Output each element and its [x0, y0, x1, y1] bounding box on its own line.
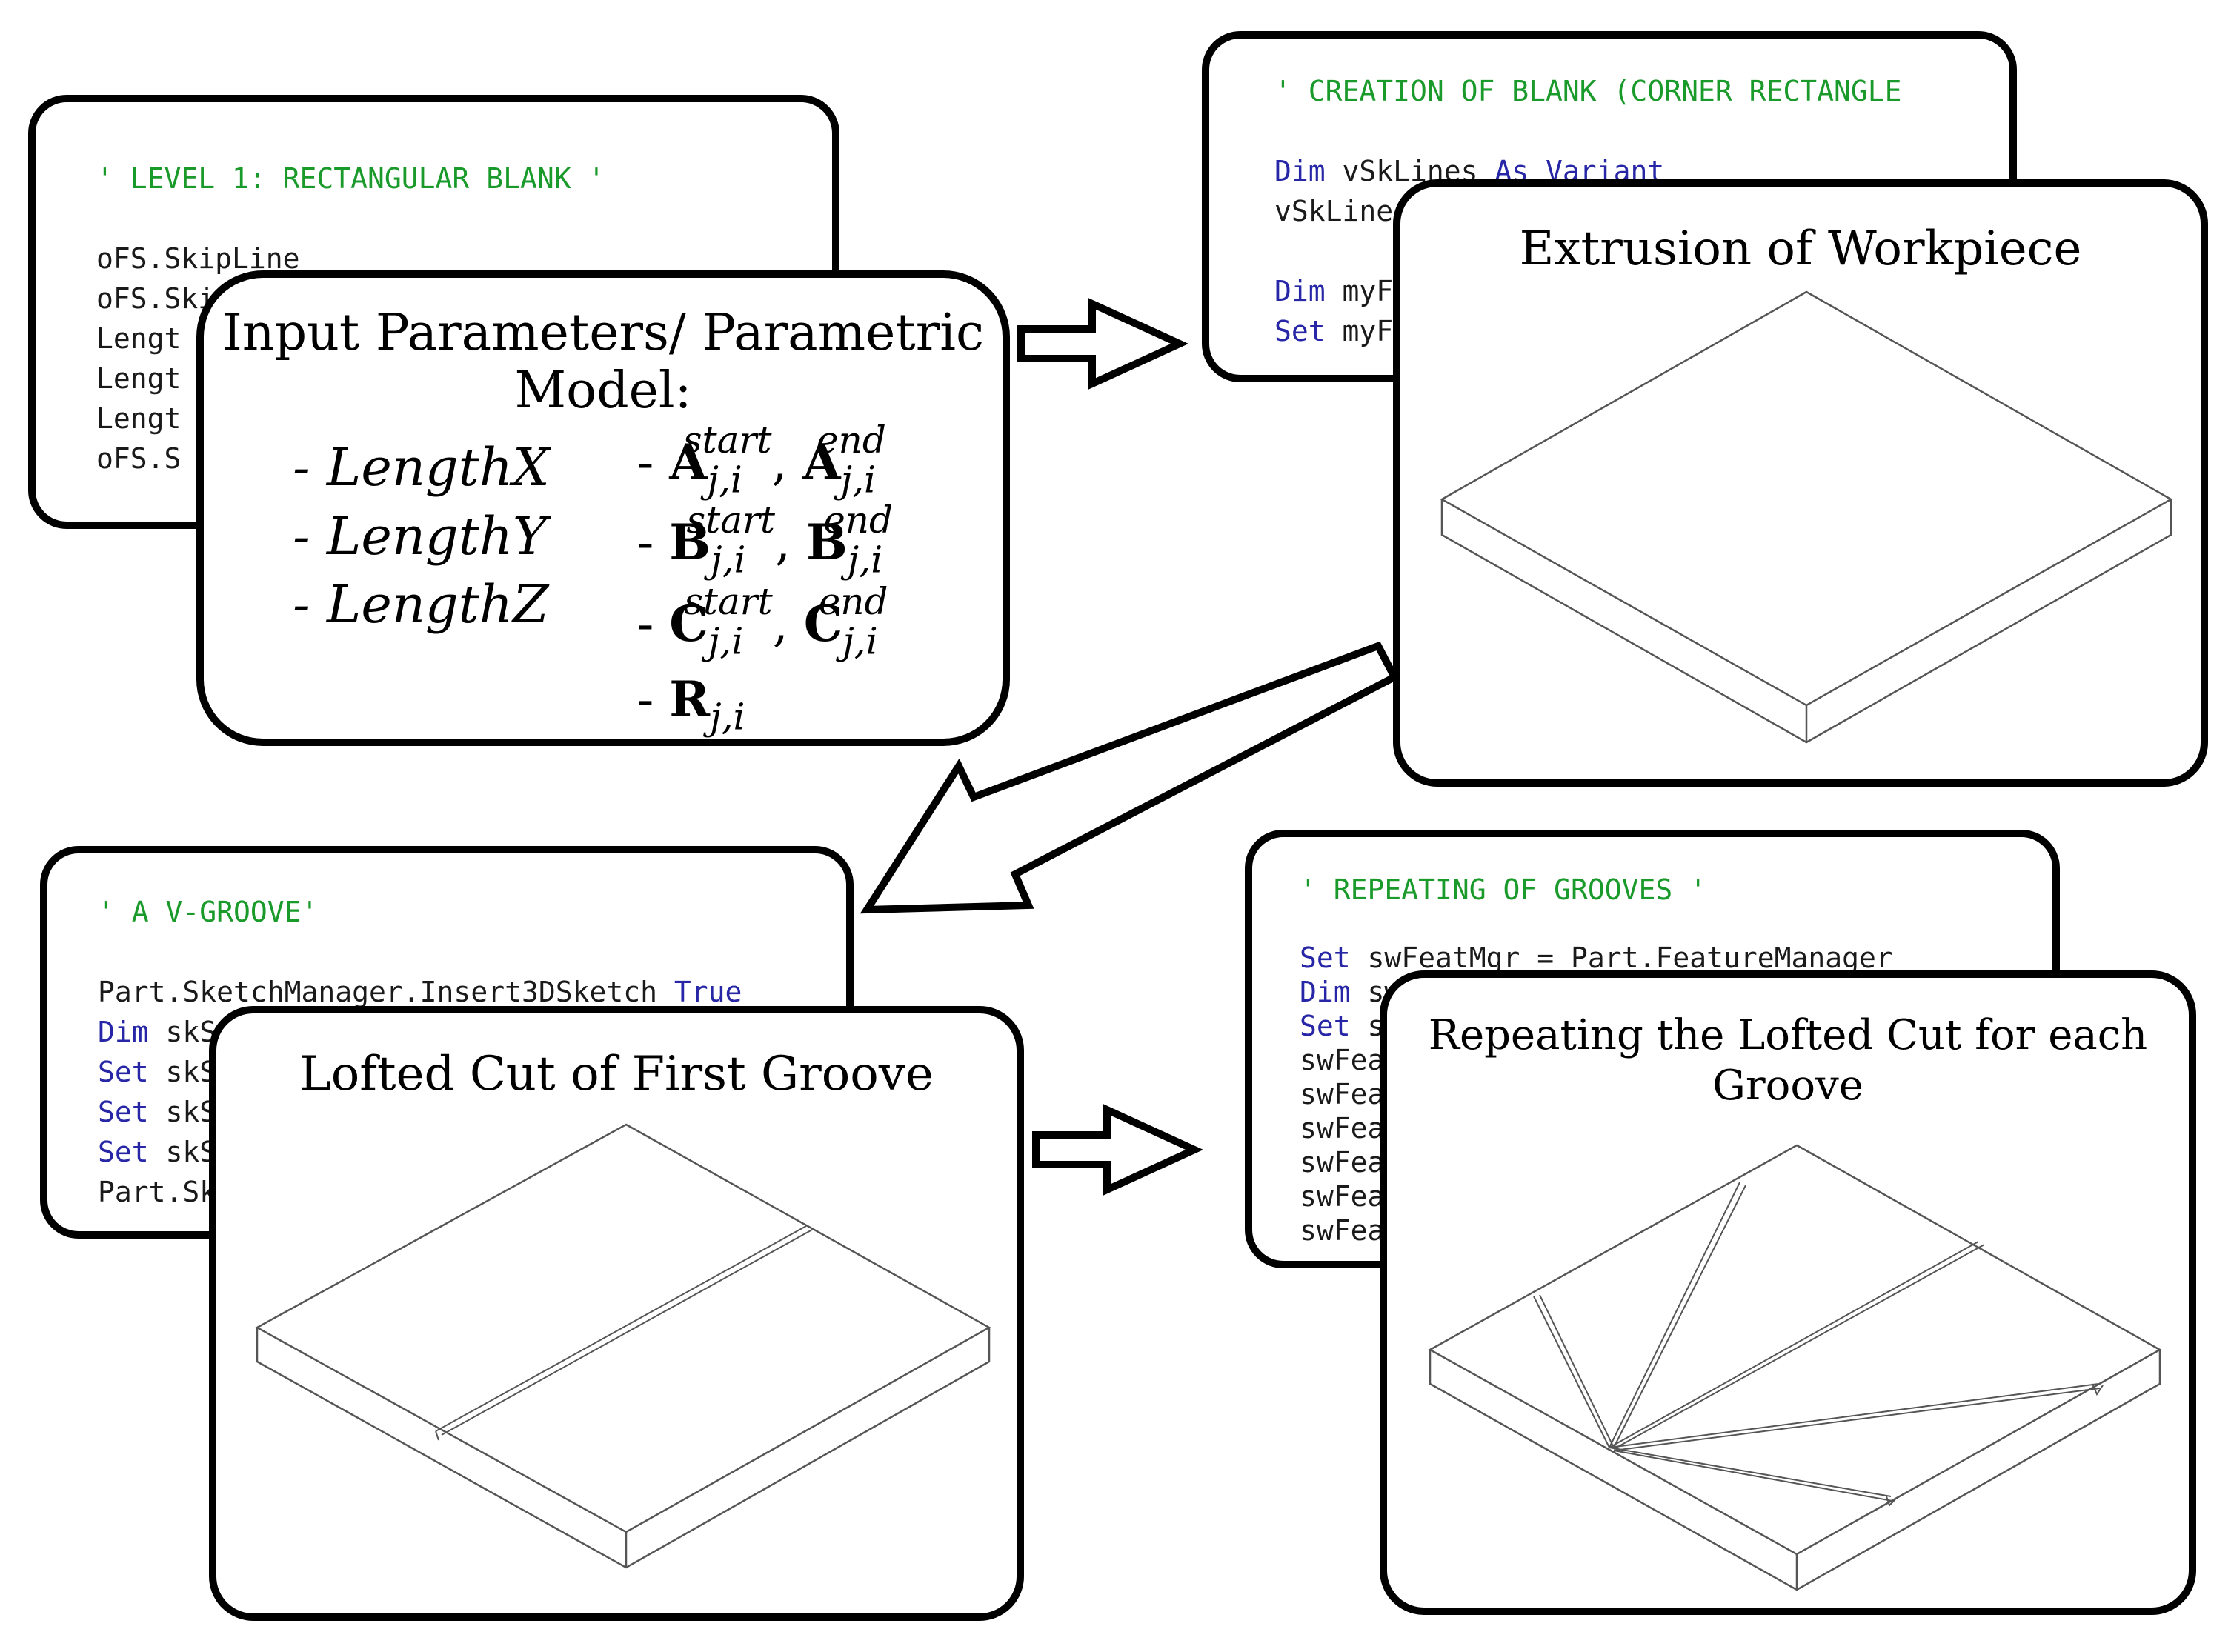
param-a-start-end: - Aj,istart, Aj,iend: [637, 419, 886, 502]
input-title-line2: Model:: [514, 362, 692, 420]
param-length-z: - LengthZ: [293, 574, 549, 635]
code-listing-creation: ' CREATION OF BLANK (CORNER RECTANGLE Dim…: [1209, 39, 2009, 351]
param-length-y: - LengthY: [293, 506, 548, 567]
code-token: oFS.Ski: [96, 282, 216, 315]
code-token: ' REPEATING OF GROOVES ': [1300, 873, 1707, 906]
radial-grooves: [1533, 1182, 2104, 1507]
code-token: ' LEVEL 1: RECTANGULAR BLANK ': [96, 162, 605, 195]
code-token: ' CREATION OF BLANK (CORNER RECTANGLE: [1274, 75, 1902, 107]
code-token: swFea: [1300, 1112, 1385, 1145]
code-line: vSkLine: [1274, 191, 2009, 231]
code-line: oFS.S: [96, 439, 832, 479]
code-token: True: [674, 976, 742, 1008]
extrusion-box: Extrusion of Workpiece: [1393, 179, 2208, 787]
repeat-title-line2: Groove: [1712, 1062, 1863, 1110]
code-token: swFea: [1300, 1180, 1385, 1213]
code-line: Lengt: [96, 319, 832, 359]
code-line: [96, 199, 832, 239]
code-token: myF: [1325, 275, 1394, 307]
code-token: Lengt: [96, 402, 182, 435]
code-token: Lengt: [96, 322, 182, 355]
code-token: Dim: [1300, 976, 1351, 1008]
code-listing-level1: ' LEVEL 1: RECTANGULAR BLANK ' oFS.SkipLi…: [36, 102, 832, 479]
code-token: Set: [1274, 315, 1326, 347]
code-line: swFea: [1300, 1077, 2052, 1111]
workpiece-first-groove: [255, 1123, 991, 1569]
code-line: Lengt: [96, 399, 832, 439]
arrow-right-top: [1017, 298, 1189, 390]
code-token: oFS.SkipLine: [96, 242, 300, 275]
code-line: ' LEVEL 1: RECTANGULAR BLANK ': [96, 159, 832, 199]
code-line: ' A V-GROOVE': [98, 892, 846, 932]
param-b-start-end: - Bj,istart, Bj,iend: [637, 499, 893, 582]
code-token: vSkLine: [1274, 195, 1394, 227]
param-length-x: - LengthX: [293, 437, 550, 498]
code-line: swFea: [1300, 1145, 2052, 1179]
code-line: ' REPEATING OF GROOVES ': [1300, 873, 2052, 907]
code-listing-repeating: ' REPEATING OF GROOVES ' Set swFeatMgr = …: [1252, 837, 2052, 1248]
code-line: oFS.SkipLine: [96, 239, 832, 279]
code-token: Lengt: [96, 362, 182, 395]
extrusion-title: Extrusion of Workpiece: [1519, 222, 2082, 276]
code-line: swFea: [1300, 1111, 2052, 1145]
code-token: swFeatMgr = Part.FeatureManager: [1350, 942, 1893, 974]
arrow-right-bottom: [1032, 1104, 1204, 1196]
code-token: Dim: [98, 1016, 149, 1048]
code-token: Set: [1300, 942, 1351, 974]
lofted-cut-title: Lofted Cut of First Groove: [299, 1047, 934, 1102]
code-line: [98, 932, 846, 972]
input-parameters-box: Input Parameters/ Parametric Model: - Le…: [196, 270, 1010, 746]
code-line: Lengt: [96, 359, 832, 399]
code-token: swFea: [1300, 1044, 1385, 1076]
code-line: [1274, 111, 2009, 151]
code-token: oFS.S: [96, 442, 182, 475]
code-token: Set: [1300, 1010, 1351, 1042]
workpiece-block: [1440, 290, 2173, 744]
code-token: Dim: [1274, 155, 1326, 187]
arrow-diagonal-down-left: [860, 641, 1400, 914]
repeat-title-line1: Repeating the Lofted Cut for each: [1428, 1011, 2148, 1059]
code-line: swFea: [1300, 1213, 2052, 1248]
code-token: Set: [98, 1096, 149, 1128]
repeating-cut-box: Repeating the Lofted Cut for each Groove: [1380, 970, 2196, 1615]
input-title-line1: Input Parameters/ Parametric: [222, 304, 985, 362]
code-line: swFea: [1300, 1179, 2052, 1213]
code-token: myF: [1325, 315, 1394, 347]
code-token: Part.SketchManager.Insert3DSketch: [98, 976, 674, 1008]
code-line: Dim vSkLines As Variant: [1274, 151, 2009, 191]
code-token: Dim: [1274, 275, 1326, 307]
code-token: swFea: [1300, 1146, 1385, 1179]
code-token: ' A V-GROOVE': [98, 896, 319, 928]
lofted-cut-box: Lofted Cut of First Groove: [209, 1006, 1024, 1621]
workpiece-repeated-grooves: [1428, 1144, 2162, 1591]
code-line: [1300, 907, 2052, 941]
code-token: Set: [98, 1056, 149, 1088]
param-c-start-end: - Cj,istart, Cj,iend: [637, 580, 888, 663]
code-line: ' CREATION OF BLANK (CORNER RECTANGLE: [1274, 71, 2009, 111]
code-line: oFS.Ski: [96, 279, 832, 319]
code-token: swFea: [1300, 1214, 1385, 1247]
code-token: Set: [98, 1136, 149, 1168]
code-line: Set myF: [1274, 311, 2009, 351]
code-token: swFea: [1300, 1078, 1385, 1110]
code-line: Set swFeatMgr = Part.FeatureManager: [1300, 941, 2052, 975]
code-line: swFea: [1300, 1043, 2052, 1077]
groove-line-1: [435, 1225, 813, 1441]
code-line: Part.SketchManager.Insert3DSketch True: [98, 972, 846, 1012]
code-line: Dim myF: [1274, 271, 2009, 311]
param-r: - Rj,i: [637, 670, 745, 739]
